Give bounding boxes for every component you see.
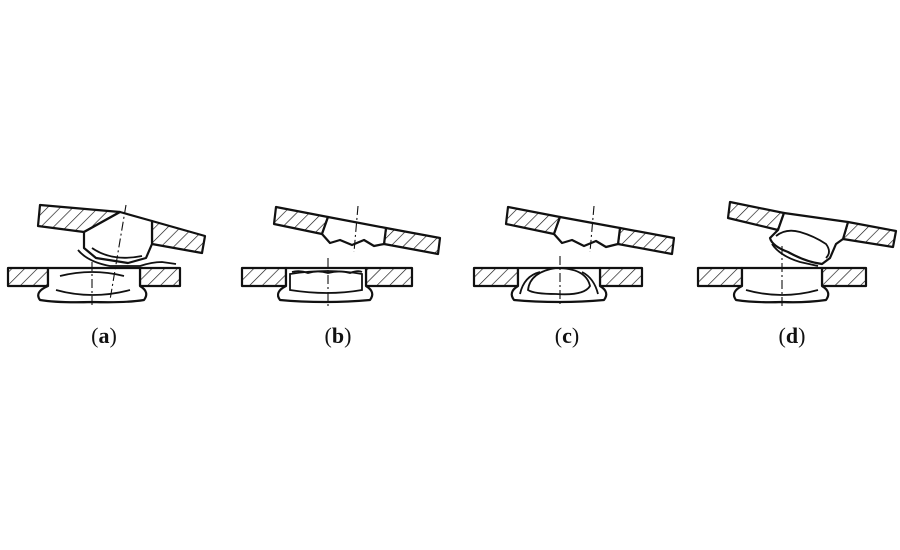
label-c: (c) xyxy=(555,323,579,348)
panel-d xyxy=(696,200,898,306)
panel-c-lower-part xyxy=(472,266,644,304)
panel-a-lower-part xyxy=(6,266,182,304)
panel-b-upper-part xyxy=(272,205,442,256)
label-b: (b) xyxy=(325,323,352,348)
panel-c-upper-part xyxy=(504,205,676,256)
panel-c-axis xyxy=(589,205,595,253)
panel-b-axis xyxy=(353,205,359,253)
panel-d-upper-part xyxy=(726,200,898,267)
panel-c xyxy=(472,205,676,306)
label-a: (a) xyxy=(91,323,117,348)
panel-a-upper-part xyxy=(36,203,207,267)
panel-b-lower-part xyxy=(240,266,414,304)
label-d: (d) xyxy=(779,323,806,348)
panel-a-axis xyxy=(109,204,127,301)
panel-a xyxy=(6,203,207,306)
panel-b xyxy=(240,205,442,306)
